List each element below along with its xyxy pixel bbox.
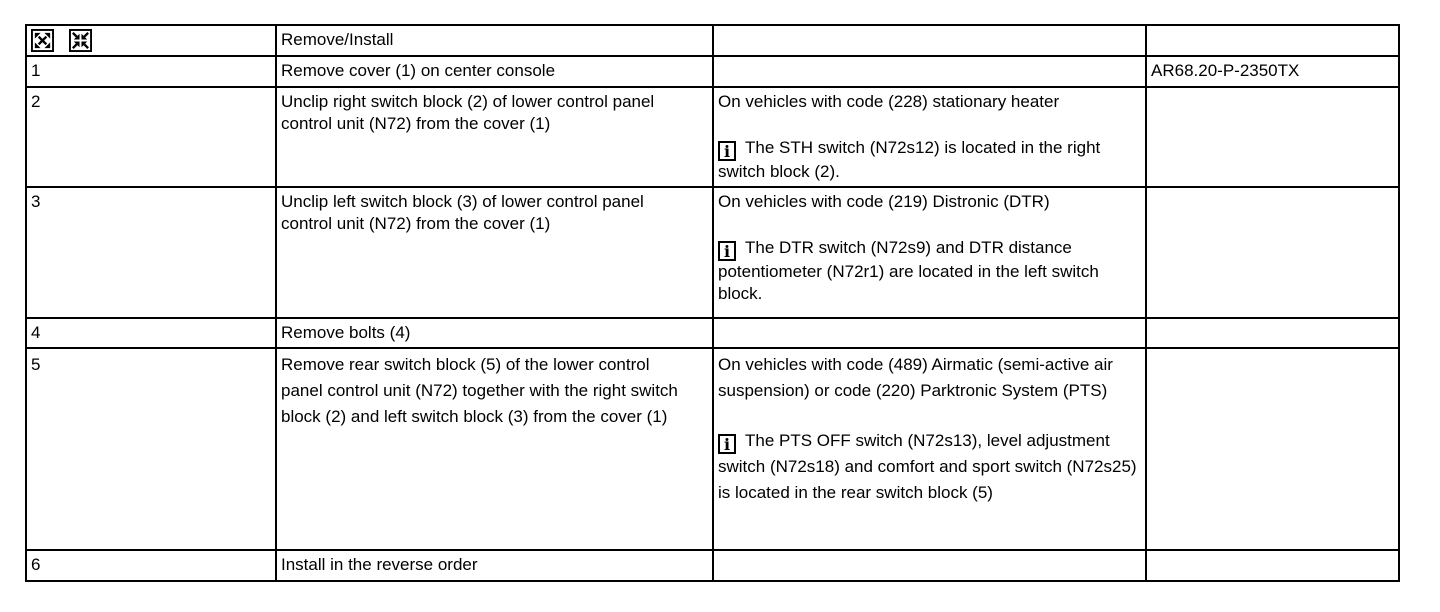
step-action: Remove cover (1) on center console bbox=[275, 55, 714, 88]
step-note: On vehicles with code (228) stationary h… bbox=[712, 86, 1147, 188]
step-action: Install in the reverse order bbox=[275, 549, 714, 582]
procedure-table: Remove/Install 1 Remove cover (1) on cen… bbox=[25, 24, 1400, 582]
table-row: 3 Unclip left switch block (3) of lower … bbox=[25, 186, 1400, 319]
table-header-row: Remove/Install bbox=[25, 24, 1400, 57]
info-icon: i bbox=[718, 141, 736, 161]
note-condition: On vehicles with code (219) Distronic (D… bbox=[718, 192, 1050, 211]
note-text: The PTS OFF switch (N72s13), level adjus… bbox=[718, 431, 1137, 502]
step-note: On vehicles with code (219) Distronic (D… bbox=[712, 186, 1147, 319]
step-action: Remove bolts (4) bbox=[275, 317, 714, 349]
step-number: 1 bbox=[25, 55, 277, 88]
table-row: 4 Remove bolts (4) bbox=[25, 317, 1400, 349]
collapse-icon[interactable] bbox=[68, 29, 92, 52]
header-icons-cell bbox=[25, 24, 277, 57]
step-ref bbox=[1145, 347, 1400, 551]
step-ref bbox=[1145, 186, 1400, 319]
header-title-cell: Remove/Install bbox=[275, 24, 714, 57]
header-note-cell bbox=[712, 24, 1147, 57]
header-ref-cell bbox=[1145, 24, 1400, 57]
step-action: Unclip left switch block (3) of lower co… bbox=[275, 186, 714, 319]
info-icon: i bbox=[718, 434, 736, 454]
step-ref bbox=[1145, 86, 1400, 188]
document-ref: AR68.20-P-2350TX bbox=[1151, 61, 1300, 80]
step-number: 5 bbox=[25, 347, 277, 551]
step-action: Remove rear switch block (5) of the lowe… bbox=[275, 347, 714, 551]
step-ref: AR68.20-P-2350TX bbox=[1145, 55, 1400, 88]
note-text: The DTR switch (N72s9) and DTR distance … bbox=[718, 238, 1099, 303]
step-action: Unclip right switch block (2) of lower c… bbox=[275, 86, 714, 188]
note-condition: On vehicles with code (489) Airmatic (se… bbox=[718, 355, 1113, 400]
step-note bbox=[712, 549, 1147, 582]
step-number: 3 bbox=[25, 186, 277, 319]
table-title: Remove/Install bbox=[281, 30, 394, 49]
info-icon: i bbox=[718, 241, 736, 261]
note-condition: On vehicles with code (228) stationary h… bbox=[718, 92, 1060, 111]
step-note bbox=[712, 317, 1147, 349]
step-number: 2 bbox=[25, 86, 277, 188]
step-note: On vehicles with code (489) Airmatic (se… bbox=[712, 347, 1147, 551]
note-text: The STH switch (N72s12) is located in th… bbox=[718, 138, 1101, 181]
expand-icon[interactable] bbox=[31, 29, 54, 52]
table-row: 2 Unclip right switch block (2) of lower… bbox=[25, 86, 1400, 188]
step-number: 6 bbox=[25, 549, 277, 582]
step-note bbox=[712, 55, 1147, 88]
step-ref bbox=[1145, 317, 1400, 349]
table-row: 1 Remove cover (1) on center console AR6… bbox=[25, 55, 1400, 88]
step-number: 4 bbox=[25, 317, 277, 349]
table-row: 5 Remove rear switch block (5) of the lo… bbox=[25, 347, 1400, 551]
table-row: 6 Install in the reverse order bbox=[25, 549, 1400, 582]
step-ref bbox=[1145, 549, 1400, 582]
